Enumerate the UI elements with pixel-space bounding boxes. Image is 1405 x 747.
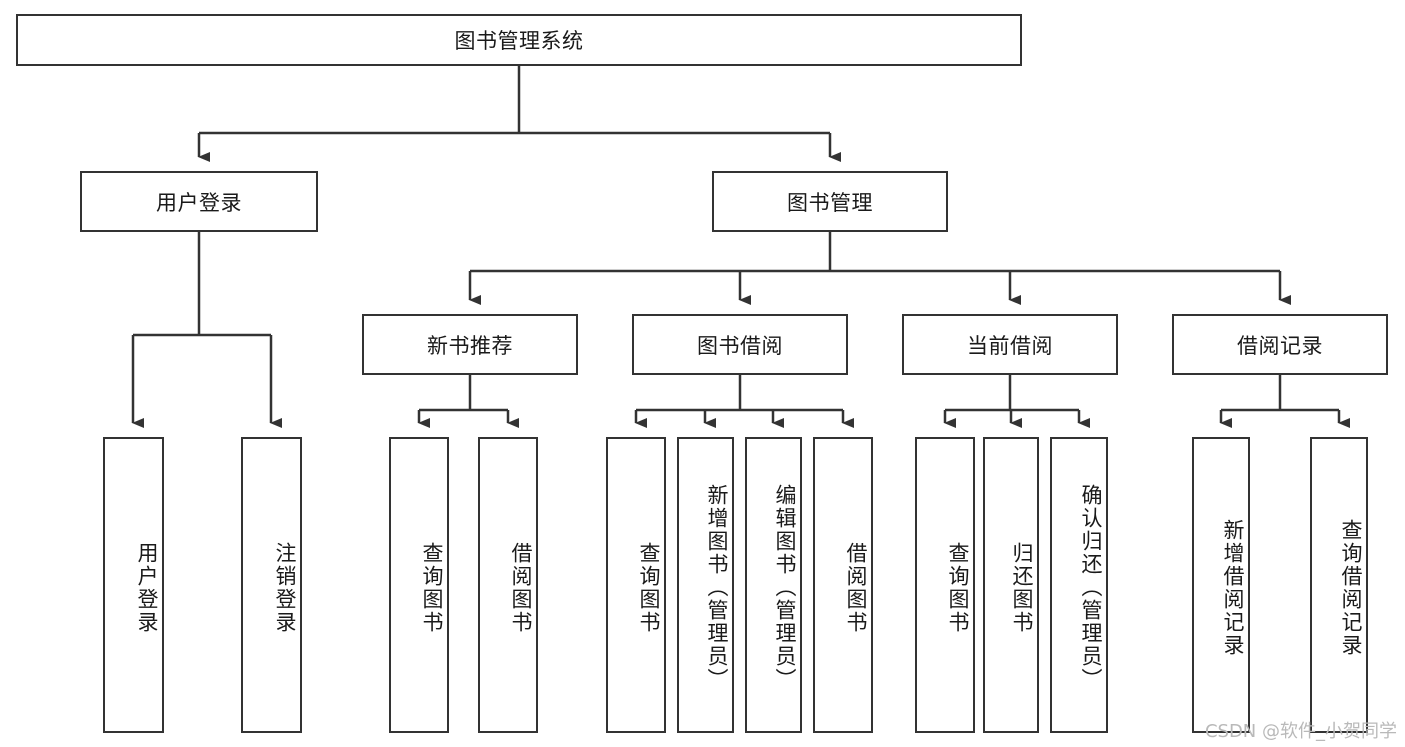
node-borrow-record[interactable]: 借阅记录: [1172, 314, 1388, 375]
leaf-return-book[interactable]: 归还图书: [983, 437, 1039, 733]
leaf-query-borrow-record[interactable]: 查询借阅记录: [1310, 437, 1368, 733]
node-label: 注销登录: [273, 542, 297, 634]
node-label: 查询图书: [420, 542, 444, 634]
node-label: 用户登录: [135, 542, 159, 634]
node-label: 用户登录: [156, 190, 242, 215]
node-user-login[interactable]: 用户登录: [80, 171, 318, 232]
node-current-borrow[interactable]: 当前借阅: [902, 314, 1118, 375]
node-new-book-recommend[interactable]: 新书推荐: [362, 314, 578, 375]
leaf-query-book-current[interactable]: 查询图书: [915, 437, 975, 733]
node-label: 新增图书（管理员）: [705, 483, 729, 691]
node-label: 借阅图书: [509, 542, 533, 634]
watermark: CSDN @软件_小贺同学: [1204, 721, 1397, 742]
node-label: 图书管理系统: [454, 29, 584, 53]
node-label: 查询图书: [637, 542, 661, 634]
node-label: 编辑图书（管理员）: [773, 483, 797, 691]
node-label: 当前借阅: [967, 333, 1053, 358]
node-root[interactable]: 图书管理系统: [16, 14, 1022, 66]
node-book-borrow[interactable]: 图书借阅: [632, 314, 848, 375]
leaf-borrow-book-borrow[interactable]: 借阅图书: [813, 437, 873, 733]
node-label: 新书推荐: [427, 333, 513, 358]
leaf-add-book-admin[interactable]: 新增图书（管理员）: [677, 437, 734, 733]
leaf-edit-book-admin[interactable]: 编辑图书（管理员）: [745, 437, 802, 733]
node-label: 归还图书: [1010, 542, 1034, 634]
node-label: 图书借阅: [697, 333, 783, 358]
node-label: 图书管理: [787, 190, 873, 215]
node-label: 确认归还（管理员）: [1079, 483, 1103, 691]
node-book-management[interactable]: 图书管理: [712, 171, 948, 232]
leaf-user-login[interactable]: 用户登录: [103, 437, 164, 733]
node-label: 借阅记录: [1237, 333, 1323, 358]
leaf-query-book-borrow[interactable]: 查询图书: [606, 437, 666, 733]
leaf-borrow-book-newbook[interactable]: 借阅图书: [478, 437, 538, 733]
node-label: 查询图书: [946, 542, 970, 634]
node-label: 新增借阅记录: [1221, 519, 1245, 657]
leaf-logout-login[interactable]: 注销登录: [241, 437, 302, 733]
leaf-add-borrow-record[interactable]: 新增借阅记录: [1192, 437, 1250, 733]
leaf-confirm-return-admin[interactable]: 确认归还（管理员）: [1050, 437, 1108, 733]
node-label: 查询借阅记录: [1339, 519, 1363, 657]
leaf-query-book-newbook[interactable]: 查询图书: [389, 437, 449, 733]
node-label: 借阅图书: [844, 542, 868, 634]
